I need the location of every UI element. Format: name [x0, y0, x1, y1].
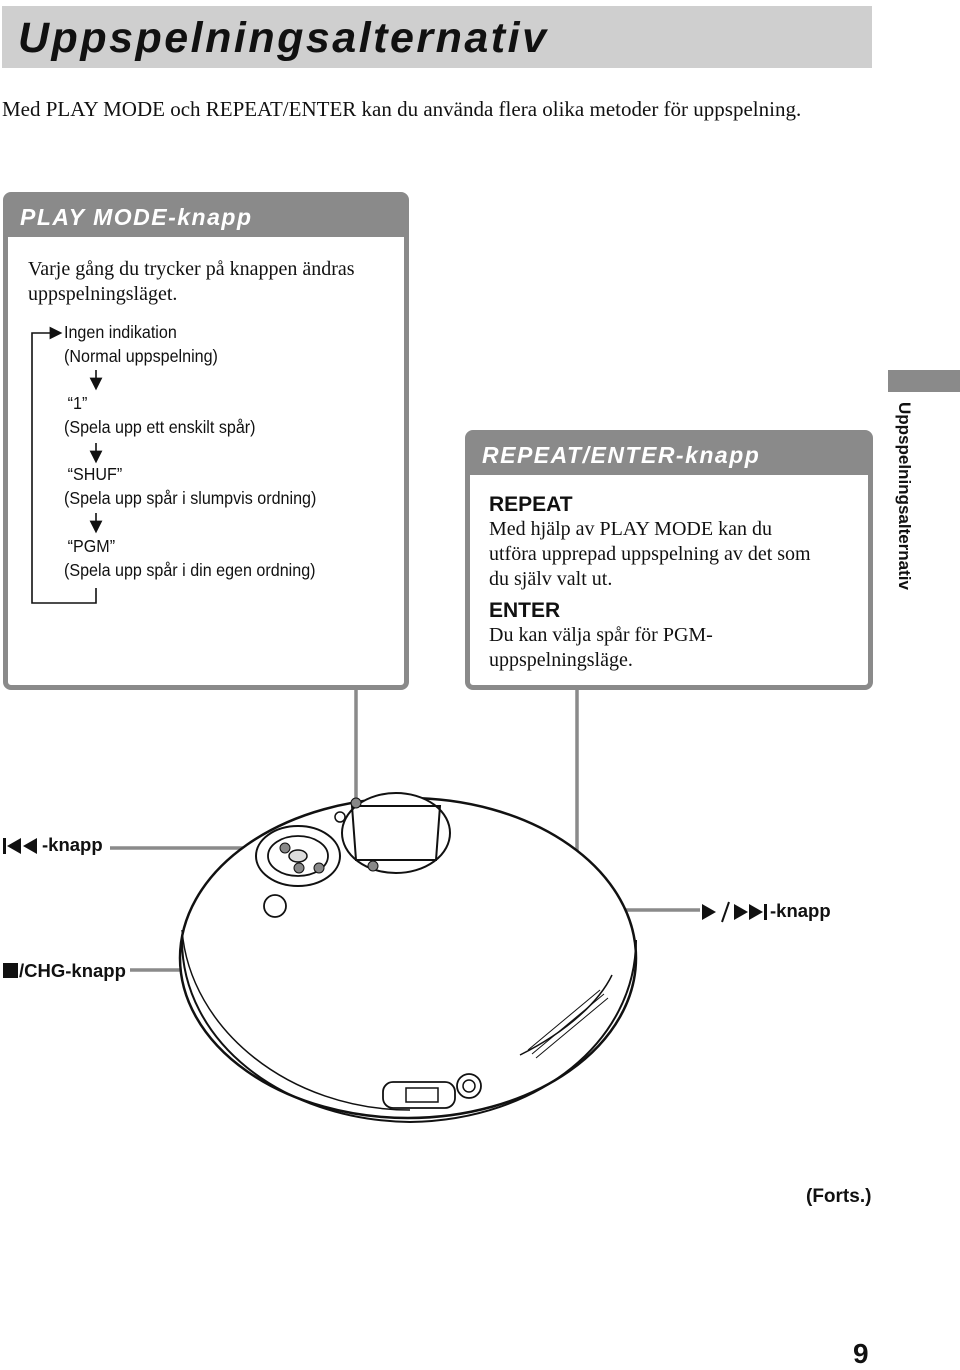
repeat-title: REPEAT [489, 493, 573, 516]
page-number: 9 [853, 1338, 869, 1369]
repeat-enter-body: REPEAT Med hjälp av PLAY MODE kan du utf… [489, 492, 869, 673]
stop-icon [3, 963, 18, 978]
enter-description: Du kan välja spår för PGM- [489, 624, 713, 646]
repeat-enter-header: REPEAT/ENTER-knapp [470, 435, 868, 475]
prev-icon [3, 838, 37, 854]
play-mode-description-line: uppspelningsläget. [28, 283, 178, 305]
repeat-enter-box: REPEAT/ENTER-knapp REPEAT Med hjälp av P… [465, 430, 873, 690]
repeat-description: du själv valt ut. [489, 568, 613, 590]
enter-title: ENTER [489, 599, 561, 622]
page-title: Uppspelningsalternativ [18, 14, 549, 62]
repeat-description: utföra upprepad uppspelning av det som [489, 543, 811, 565]
stop-chg-button-label: /CHG-knapp [19, 960, 126, 981]
play-mode-box: PLAY MODE-knapp Varje gång du trycker på… [3, 192, 409, 690]
side-tab-label: Uppspelningsalternativ [895, 402, 914, 590]
enter-description: uppspelningsläge. [489, 649, 633, 671]
play-next-icon [702, 901, 767, 923]
repeat-description: Med hjälp av PLAY MODE kan du [489, 518, 772, 540]
play-mode-header: PLAY MODE-knapp [8, 197, 404, 237]
continued-label: (Forts.) [806, 1186, 872, 1207]
next-button-label: -knapp [770, 900, 831, 921]
mode-indicator: “SHUF” [67, 464, 123, 484]
title-bar: Uppspelningsalternativ [2, 6, 872, 68]
mode-label: (Normal uppspelning) [64, 346, 218, 366]
play-mode-description-line: Varje gång du trycker på knappen ändras [28, 258, 355, 280]
mode-label: (Spela upp ett enskilt spår) [64, 417, 256, 437]
cd-player [178, 792, 638, 1124]
play-mode-description: Varje gång du trycker på knappen ändras … [28, 257, 355, 307]
mode-indicator: “PGM” [67, 536, 116, 556]
flow-arrows [31, 326, 103, 604]
side-tab [888, 370, 960, 392]
prev-button-label: -knapp [42, 834, 103, 855]
mode-indicator: Ingen indikation [64, 322, 177, 342]
intro-text: Med PLAY MODE och REPEAT/ENTER kan du an… [2, 97, 802, 121]
mode-label: (Spela upp spår i din egen ordning) [64, 560, 316, 580]
mode-indicator: “1” [67, 393, 88, 413]
mode-label: (Spela upp spår i slumpvis ordning) [64, 488, 317, 508]
